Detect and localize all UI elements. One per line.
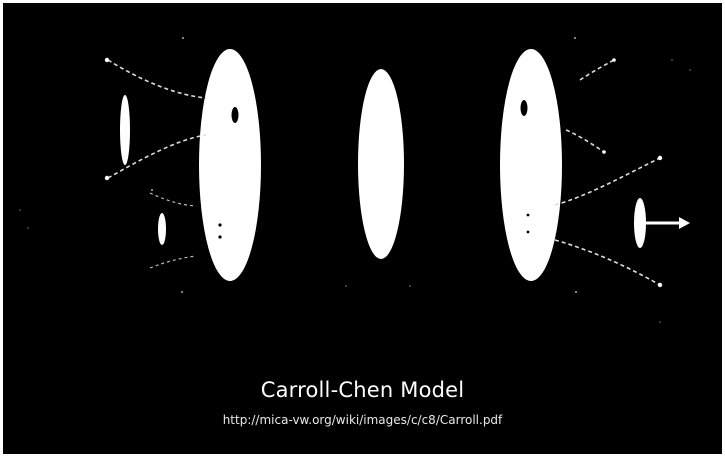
left-top-ray-endpoint bbox=[105, 58, 109, 62]
speck bbox=[659, 321, 661, 323]
speck bbox=[574, 37, 576, 39]
speck bbox=[151, 189, 153, 191]
right-ellipse-dot-1 bbox=[527, 214, 530, 217]
left-ellipse-dot-1 bbox=[218, 223, 221, 226]
source-url: http://mica-vw.org/wiki/images/c/c8/Carr… bbox=[0, 413, 725, 427]
speck bbox=[689, 69, 691, 71]
left-bottom-ray-endpoint bbox=[105, 176, 109, 180]
center-large-ellipse bbox=[358, 69, 404, 259]
right-middle-ray-endpoint bbox=[602, 150, 606, 154]
left-lower-ray-bottom bbox=[150, 256, 196, 268]
right-bottom-ray-out bbox=[555, 240, 660, 285]
right-upper-ray-out bbox=[580, 60, 614, 80]
speck bbox=[181, 291, 183, 293]
speck bbox=[409, 285, 411, 287]
right-small-ellipse bbox=[634, 198, 646, 248]
speck bbox=[19, 209, 21, 211]
speck bbox=[182, 37, 184, 39]
right-upper-ray-endpoint bbox=[612, 58, 616, 62]
left-top-ray bbox=[108, 60, 206, 98]
speck bbox=[671, 59, 673, 61]
left-small-ellipse-bottom bbox=[158, 213, 166, 245]
right-bottom-ray-endpoint bbox=[658, 283, 662, 287]
left-lower-ray-top bbox=[150, 193, 196, 206]
speck bbox=[27, 227, 29, 229]
speck bbox=[345, 285, 347, 287]
right-large-ellipse bbox=[500, 49, 562, 281]
right-top-ray-endpoint bbox=[658, 156, 662, 160]
left-small-ellipse-top bbox=[120, 95, 130, 165]
right-ellipse-dark-spot bbox=[521, 100, 528, 116]
slide-title: Carroll-Chen Model bbox=[0, 378, 725, 402]
right-top-ray-out bbox=[555, 158, 660, 205]
left-large-ellipse bbox=[199, 49, 261, 281]
speck bbox=[575, 291, 577, 293]
left-ellipse-dot-2 bbox=[218, 235, 221, 238]
right-outgoing-arrowhead bbox=[679, 217, 690, 229]
left-ellipse-dark-spot bbox=[232, 107, 239, 123]
right-ellipse-dot-2 bbox=[527, 231, 530, 234]
right-middle-ray-down bbox=[566, 130, 604, 152]
